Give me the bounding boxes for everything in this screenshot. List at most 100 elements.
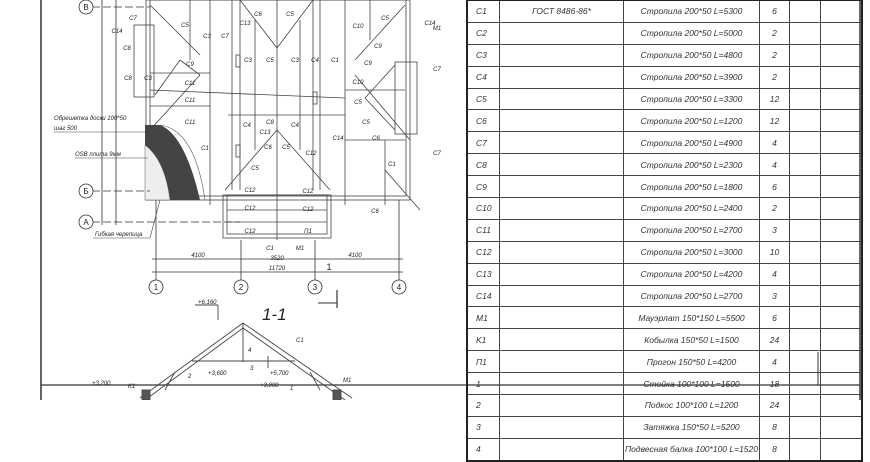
member-label: C5 <box>362 120 370 126</box>
name-cell: Стропила 200*50 L=1800 <box>623 175 760 199</box>
axis-label-1: 1 <box>154 283 159 292</box>
member-label: C14 <box>111 29 123 35</box>
mass-cell <box>789 262 821 286</box>
position-cell: C12 <box>466 240 500 264</box>
member-label: C12 <box>302 189 314 195</box>
position-cell: C7 <box>466 131 500 155</box>
position-cell: C11 <box>466 218 500 242</box>
member-label: C12 <box>305 151 317 157</box>
member-label: C6 <box>264 145 272 151</box>
quantity-cell: 2 <box>759 43 790 67</box>
mass-cell <box>789 328 821 352</box>
member-label: C14 <box>424 21 436 27</box>
elevation-3200: +3,200 <box>92 381 111 387</box>
position-cell: 3 <box>466 415 500 439</box>
note-cell <box>820 21 863 45</box>
name-cell: Стропила 200*50 L=5300 <box>623 0 760 23</box>
member-label: C5 <box>282 145 290 151</box>
quantity-cell: 4 <box>759 153 790 177</box>
name-cell: Кобылка 150*50 L=1500 <box>623 328 760 352</box>
position-cell: C8 <box>466 153 500 177</box>
section-label-k1: K1 <box>128 384 135 390</box>
member-label: C3 <box>291 58 299 64</box>
member-label: C11 <box>185 81 196 87</box>
mass-cell <box>789 437 821 462</box>
member-label: C12 <box>244 229 256 235</box>
quantity-cell: 12 <box>759 87 790 111</box>
member-label: C8 <box>266 120 274 126</box>
mass-cell <box>789 109 821 133</box>
designation-cell <box>499 415 624 439</box>
mass-cell <box>789 0 821 23</box>
quantity-cell: 4 <box>759 131 790 155</box>
member-label: C12 <box>302 207 314 213</box>
quantity-cell: 18 <box>759 372 790 396</box>
position-cell: M1 <box>466 306 500 330</box>
designation-cell <box>499 218 624 242</box>
mass-cell <box>789 306 821 330</box>
quantity-cell: 10 <box>759 240 790 264</box>
member-label: C5 <box>266 58 274 64</box>
mass-cell <box>789 131 821 155</box>
member-label: C5 <box>354 100 362 106</box>
note-cell <box>820 0 863 23</box>
member-label: C7 <box>129 16 137 22</box>
member-label: C13 <box>259 130 271 136</box>
designation-cell <box>499 65 624 89</box>
note-cell <box>820 328 863 352</box>
section-mark: 1 <box>326 262 331 272</box>
name-cell: Стропила 200*50 L=4800 <box>623 43 760 67</box>
designation-cell <box>499 372 624 396</box>
name-cell: Стропила 200*50 L=2700 <box>623 218 760 242</box>
member-label: C11 <box>185 98 196 104</box>
section-label-3: 3 <box>250 366 254 372</box>
note-cell <box>820 394 863 417</box>
axis-label-b: Б <box>83 187 88 196</box>
member-label: C5 <box>251 166 259 172</box>
mass-cell <box>789 21 821 45</box>
member-label: C13 <box>239 21 251 27</box>
designation-cell <box>499 240 624 264</box>
name-cell: Стропила 200*50 L=4900 <box>623 131 760 155</box>
designation-cell <box>499 350 624 374</box>
member-label: C10 <box>352 80 364 86</box>
name-cell: Стропила 200*50 L=3300 <box>623 87 760 111</box>
dimension-4100-right: 4100 <box>348 253 362 259</box>
quantity-cell: 3 <box>759 284 790 308</box>
position-cell: П1 <box>466 350 500 374</box>
roof-plan <box>133 0 421 240</box>
designation-cell <box>499 328 624 352</box>
member-label: C5 <box>381 16 389 22</box>
lathing-step-note: шаг 500 <box>54 126 78 132</box>
section-label-1: 1 <box>290 386 293 392</box>
quantity-cell: 12 <box>759 109 790 133</box>
member-label: C5 <box>181 23 189 29</box>
member-label: C7 <box>433 151 441 157</box>
member-label: C11 <box>185 120 196 126</box>
member-label: C5 <box>286 12 294 18</box>
section-title: 1-1 <box>262 305 287 324</box>
quantity-cell: 6 <box>759 0 790 23</box>
mass-cell <box>789 43 821 67</box>
name-cell: Стропила 200*50 L=2700 <box>623 284 760 308</box>
mass-cell <box>789 394 821 417</box>
position-cell: 2 <box>466 394 500 417</box>
section-label-2: 2 <box>187 374 192 380</box>
section-label-m1: M1 <box>343 378 351 384</box>
quantity-cell: 6 <box>759 175 790 199</box>
member-label: C6 <box>372 136 380 142</box>
roof-layers-detail <box>144 124 206 201</box>
mass-cell <box>789 175 821 199</box>
name-cell: Стропила 200*50 L=5000 <box>623 21 760 45</box>
member-label: C1 <box>266 246 274 252</box>
member-label: C3 <box>203 34 211 40</box>
